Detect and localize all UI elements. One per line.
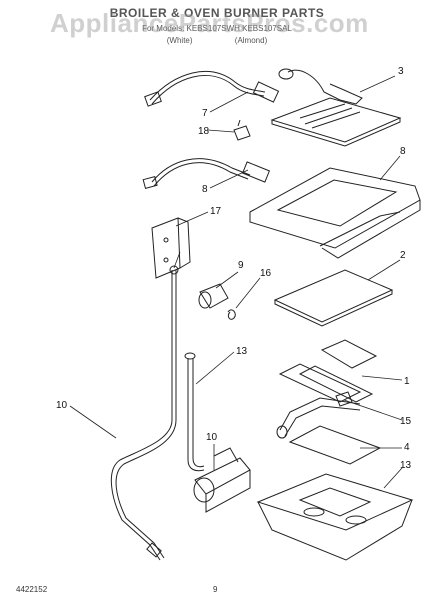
part-1-bracket[interactable] — [278, 339, 378, 403]
callout-15: 16 — [260, 268, 272, 279]
part-5-wire-harness[interactable] — [144, 71, 280, 107]
part-9-tube[interactable] — [110, 270, 177, 561]
part-16-bracket[interactable] — [151, 217, 191, 279]
callout-3: 3 — [398, 66, 404, 77]
part-10-valve-assembly[interactable] — [193, 447, 251, 513]
callout-1: 1 — [404, 376, 410, 387]
part-6-wire-harness[interactable] — [142, 158, 271, 189]
callout-10: 10 — [206, 432, 218, 443]
part-2-plate[interactable] — [273, 269, 394, 327]
callout-14: 15 — [400, 416, 412, 427]
color-variant-white: (White) — [166, 36, 193, 45]
callout-4: 4 — [404, 442, 410, 453]
callout-18: 18 — [198, 126, 210, 137]
leader-lines — [69, 75, 403, 489]
part-14-burner-tube[interactable] — [276, 391, 361, 439]
part-7-valve[interactable] — [198, 283, 229, 309]
part-12-tube[interactable] — [184, 352, 205, 472]
callout-13: 13 — [400, 460, 412, 471]
callout-16: 17 — [210, 206, 222, 217]
part-8-frame[interactable] — [249, 167, 421, 259]
part-3-broiler-burner[interactable] — [270, 68, 402, 147]
part-13-broiler-pan[interactable] — [256, 473, 414, 561]
part-17-fitting[interactable] — [169, 265, 179, 275]
callout-5: 7 — [202, 108, 208, 119]
model-numbers: For Models: KEBS107SWH KEBS107SAL — [142, 24, 292, 33]
part-4-burner-plate[interactable] — [288, 425, 382, 465]
color-variant-almond: (Almond) — [234, 36, 268, 45]
document-number: 4422152 — [16, 585, 48, 594]
callout-2: 2 — [400, 250, 406, 261]
part-18-clip[interactable] — [233, 119, 251, 141]
callout-12: 13 — [236, 346, 248, 357]
callout-6: 8 — [202, 184, 208, 195]
page-number: 9 — [213, 585, 218, 594]
page-title: BROILER & OVEN BURNER PARTS — [109, 6, 325, 20]
callout-8: 8 — [400, 146, 406, 157]
watermark: AppliancePartsPros.com — [50, 8, 369, 38]
color-variants: (White) (Almond) — [0, 36, 434, 45]
callout-9: 10 — [56, 400, 68, 411]
callout-7: 9 — [238, 260, 244, 271]
callout-labels: 3 7 18 8 8 17 2 9 16 13 1 10 15 4 10 13 — [56, 66, 412, 471]
part-15-spring[interactable] — [227, 309, 236, 320]
